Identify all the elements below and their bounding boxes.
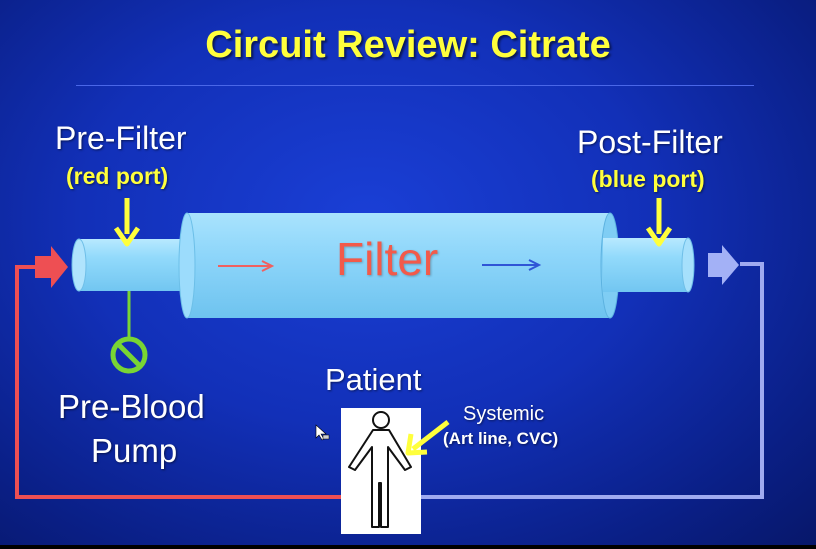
flow-arrow-red (218, 260, 275, 272)
outflow-arrow (708, 245, 739, 285)
patient-label: Patient (325, 362, 422, 397)
cursor-icon (315, 424, 330, 441)
pre-filter-tube (71, 238, 186, 292)
systemic-access-detail: (Art line, CVC) (443, 429, 559, 448)
post-filter-port-label: (blue port) (591, 166, 705, 192)
person-icon (348, 411, 412, 528)
bottom-bar (0, 545, 816, 549)
no-symbol-icon (110, 336, 148, 374)
pre-blood-label: Pre-Blood (58, 388, 205, 425)
systemic-pointer-arrow (405, 420, 450, 456)
pre-filter-label: Pre-Filter (55, 120, 187, 156)
post-filter-pointer-arrow (645, 198, 673, 247)
pump-label: Pump (91, 432, 178, 469)
post-filter-tube (603, 237, 695, 293)
arterial-line (15, 265, 342, 499)
slide-title: Circuit Review: Citrate (205, 24, 611, 66)
inflow-arrow (35, 246, 68, 288)
systemic-label: Systemic (463, 403, 545, 425)
filter-label: Filter (336, 233, 439, 285)
post-filter-label: Post-Filter (577, 124, 723, 160)
pre-filter-pointer-arrow (113, 198, 141, 247)
title-divider (76, 85, 754, 86)
pre-filter-port-label: (red port) (66, 163, 169, 189)
venous-line (420, 262, 764, 499)
flow-arrow-blue (482, 259, 542, 271)
